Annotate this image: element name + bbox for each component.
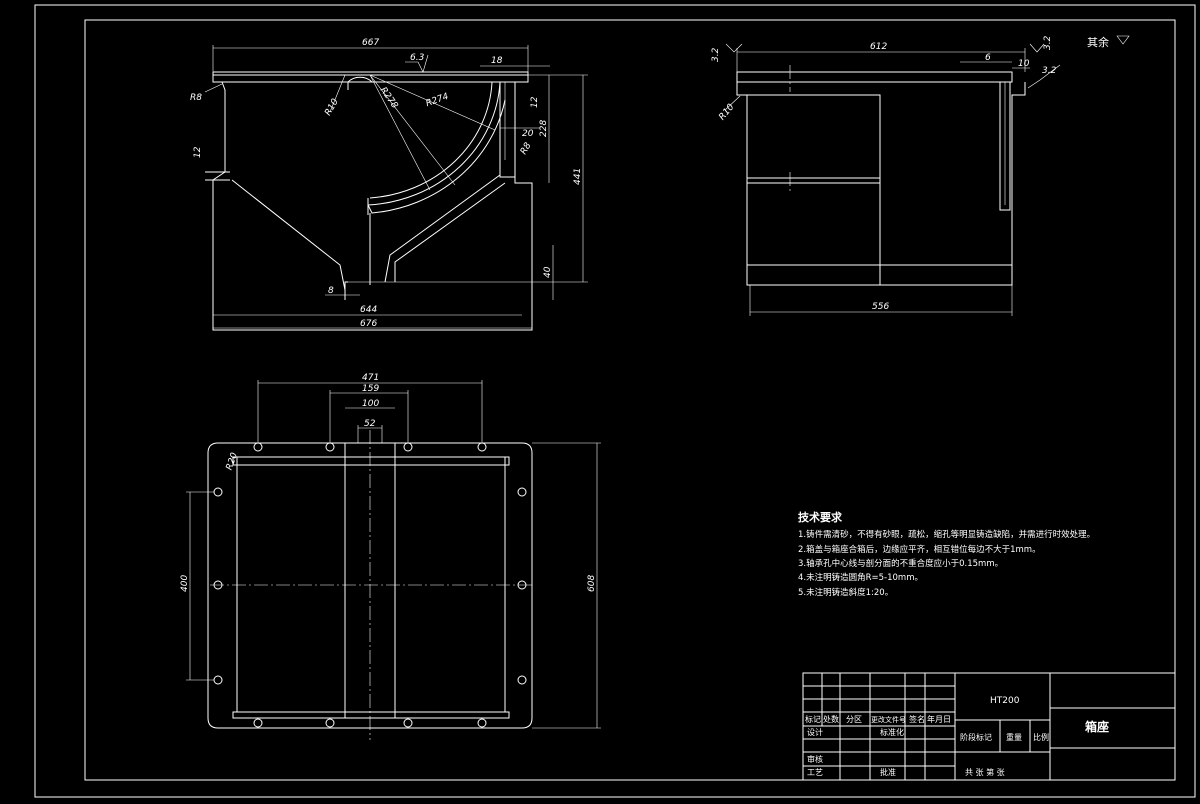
inner-frame (84, 19, 1176, 781)
title-block: 标记 处数 分区 更改文件号 签名 年月日 设计 标准化 审核 工艺 批准 HT… (802, 672, 1176, 781)
tb-process: 工艺 (807, 768, 823, 777)
top-dim-52: 52 (364, 419, 376, 429)
dim-644: 644 (360, 305, 377, 315)
bearing-arc-inner (369, 81, 493, 199)
rough-6-3: 6.3 (410, 53, 425, 63)
tb-sign: 签名 (909, 714, 925, 724)
tech-heading: 技术要求 (798, 510, 843, 524)
dim-12-right: 12 (530, 96, 540, 108)
side-dim-10: 10 (1018, 59, 1030, 69)
front-body-outline (212, 81, 533, 331)
top-dim-159: 159 (362, 384, 379, 394)
bearing-arc-outer (367, 81, 501, 206)
side-dim-6: 6 (985, 53, 991, 63)
side-dim-r10: R10 (717, 102, 736, 122)
top-dim-400: 400 (180, 575, 190, 592)
dim-676: 676 (360, 319, 377, 329)
side-flange (736, 71, 1013, 83)
outer-frame (34, 4, 1196, 798)
side-rough-right: 3.2 (1043, 35, 1053, 50)
side-dim-612: 612 (870, 42, 887, 52)
side-view: 612 3.2 3.2 6 10 3.2 R10 556 (711, 35, 1061, 316)
top-outer-outline (207, 442, 533, 729)
dim-r8-right: R8 (519, 141, 534, 157)
tech-item-1: 1.铸件需清砂，不得有砂眼，疏松，缩孔等明显铸造缺陷，并需进行时效处理。 (798, 529, 1095, 540)
tb-approve: 批准 (880, 767, 896, 777)
top-dim-471: 471 (362, 373, 379, 383)
dim-40: 40 (543, 266, 553, 278)
tech-item-4: 4.未注明铸造圆角R=5-10mm。 (798, 572, 923, 583)
dim-18: 18 (491, 56, 503, 66)
tech-item-3: 3.轴承孔中心线与剖分面的不重合度应小于0.15mm。 (798, 558, 1003, 569)
technical-requirements: 技术要求 1.铸件需清砂，不得有砂眼，疏松，缩孔等明显铸造缺陷，并需进行时效处理… (798, 510, 1095, 598)
tb-material: HT200 (990, 696, 1020, 706)
top-dim-r20: R20 (225, 451, 241, 471)
roughness-note-label: 其余 (1087, 35, 1109, 49)
tb-weight: 重量 (1006, 732, 1022, 742)
dim-8: 8 (328, 286, 334, 296)
dim-20: 20 (522, 129, 534, 139)
dim-12-left: 12 (193, 146, 203, 158)
tech-item-2: 2.箱盖与箱座合箱后，边缘应平齐，相互错位每边不大于1mm。 (798, 544, 1041, 555)
front-view: 667 6.3 18 R8 R10 R278 R274 12 20 228 44… (190, 38, 588, 331)
top-inner-rect (236, 456, 506, 713)
dim-r10: R10 (323, 97, 341, 118)
dim-r8-left: R8 (190, 93, 202, 103)
bolt-holes (213, 442, 527, 728)
tb-mark: 标记 (805, 714, 821, 724)
tech-item-5: 5.未注明铸造斜度1:20。 (798, 587, 893, 598)
tb-date: 年月日 (927, 714, 951, 724)
side-dim-556: 556 (872, 302, 889, 312)
tb-change-doc: 更改文件号 (871, 715, 906, 724)
tb-standardize: 标准化 (880, 727, 904, 737)
top-dim-100: 100 (362, 399, 379, 409)
tb-zone: 分区 (846, 715, 862, 724)
top-dim-608: 608 (587, 575, 597, 592)
dim-441: 441 (573, 168, 583, 185)
tb-count: 处数 (823, 714, 839, 724)
dim-228: 228 (539, 120, 549, 137)
side-rough-far: 3.2 (1042, 66, 1057, 76)
tb-part-name: 箱座 (1085, 719, 1109, 734)
right-wall-section (499, 81, 516, 178)
tb-review: 审核 (807, 754, 823, 764)
side-rough-left: 3.2 (711, 47, 721, 62)
tb-design: 设计 (807, 727, 823, 737)
top-view: 471 159 100 52 400 608 R20 (180, 373, 601, 740)
tb-sheets: 共 张 第 张 (965, 767, 1005, 777)
dim-r278: R278 (378, 86, 400, 111)
roughness-symbol (1116, 35, 1130, 45)
dim-667: 667 (362, 38, 379, 48)
tb-stage-mark: 阶段标记 (960, 732, 992, 742)
dim-r274: R274 (425, 92, 451, 110)
tb-scale: 比例 (1033, 732, 1049, 742)
